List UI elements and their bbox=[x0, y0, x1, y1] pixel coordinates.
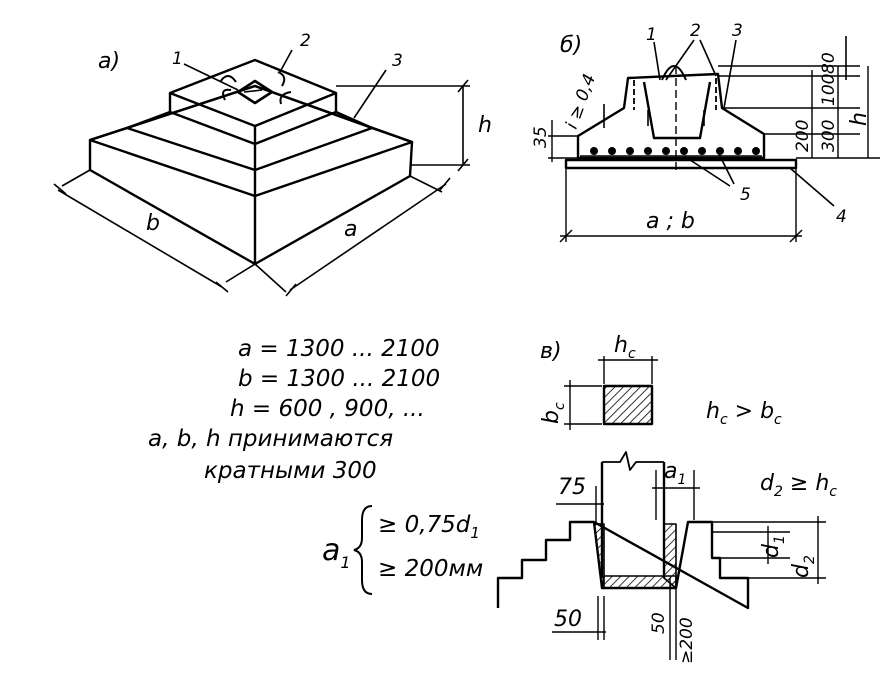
panel-b-callout-1: 1 bbox=[646, 25, 657, 45]
a1-rule-cond2: ≥ 200мм bbox=[378, 556, 483, 582]
a1-rule-cond1: ≥ 0,75d1 bbox=[378, 512, 480, 542]
a1-rule-name: a1 bbox=[322, 533, 351, 572]
panel-b-dim-35: 35 bbox=[531, 126, 551, 148]
note-line-300: кратными 300 bbox=[204, 458, 377, 484]
panel-c-dim-75: 75 bbox=[558, 475, 586, 500]
panel-a-dim-a: a bbox=[344, 217, 357, 242]
panel-b-dim-100: 100 bbox=[819, 74, 839, 106]
panel-b-dim-ab: a ; b bbox=[646, 209, 695, 234]
panel-b-dim-80: 80 bbox=[819, 52, 839, 74]
panel-b-slope: i ≥ 0,4 bbox=[562, 71, 600, 131]
panel-a-isometric-footing bbox=[53, 49, 470, 297]
panel-c-dim-50: 50 bbox=[554, 607, 582, 632]
panel-c-dim-hc: hc bbox=[614, 333, 636, 362]
a1-rule: a1 ≥ 0,75d1 ≥ 200мм bbox=[322, 505, 483, 595]
panel-c-column-joint bbox=[496, 356, 826, 660]
panel-b-dim-h: h bbox=[847, 112, 872, 126]
panel-a-dim-h: h bbox=[478, 113, 492, 138]
dimension-notes: a = 1300 ... 2100 b = 1300 ... 2100 h = … bbox=[148, 336, 440, 484]
panel-b-callout-2: 2 bbox=[690, 21, 701, 41]
panel-b-callout-4: 4 bbox=[836, 207, 847, 227]
panel-c-dim-200v: ≥200 bbox=[677, 617, 697, 664]
relation-hc-gt-bc: hc > bc bbox=[706, 399, 782, 428]
panel-a-callout-1: 1 bbox=[172, 49, 183, 69]
panel-a-callout-3: 3 bbox=[392, 51, 403, 71]
panel-c-label: в) bbox=[540, 339, 562, 364]
relation-d2-ge-hc: d2 ≥ hc bbox=[760, 471, 837, 500]
panel-a-dim-b: b bbox=[146, 211, 160, 236]
panel-b-section bbox=[548, 36, 880, 243]
panel-c-dim-d1: d1 bbox=[759, 535, 788, 558]
panel-b-dim-300: 300 bbox=[819, 120, 839, 152]
panel-b-label: б) bbox=[560, 33, 582, 58]
panel-b-callout-5: 5 bbox=[740, 185, 751, 205]
note-line-b: b = 1300 ... 2100 bbox=[238, 366, 440, 392]
panel-b-dim-200: 200 bbox=[793, 120, 813, 152]
panel-a-label: а) bbox=[98, 49, 120, 74]
note-line-multiple: a, b, h принимаются bbox=[148, 426, 393, 452]
panel-c-dim-50v: 50 bbox=[649, 612, 669, 634]
panel-a-callout-2: 2 bbox=[300, 31, 311, 51]
panel-c-dim-a1: a1 bbox=[664, 459, 686, 488]
panel-c-dim-bc: bc bbox=[539, 402, 568, 424]
a1-rule-brace bbox=[353, 505, 373, 595]
note-line-h: h = 600 , 900, ... bbox=[230, 396, 425, 422]
panel-b-callout-3: 3 bbox=[732, 21, 743, 41]
note-line-a: a = 1300 ... 2100 bbox=[238, 336, 440, 362]
panel-c-dim-d2: d2 bbox=[789, 555, 818, 578]
